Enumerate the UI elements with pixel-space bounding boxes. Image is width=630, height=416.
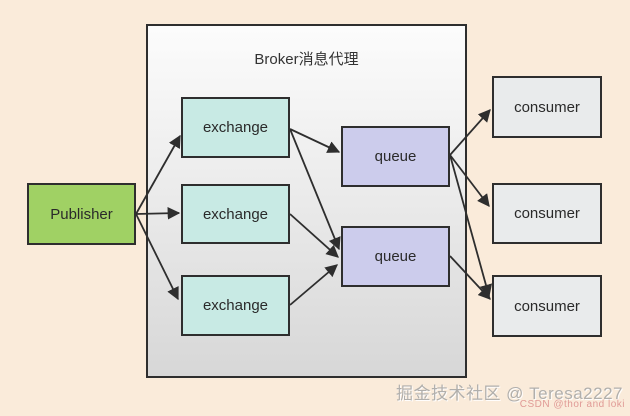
queue-box-2: queue bbox=[341, 226, 450, 287]
consumer-box-2: consumer bbox=[492, 183, 602, 244]
broker-title: Broker消息代理 bbox=[254, 51, 359, 68]
exchange-box-2: exchange bbox=[181, 184, 290, 244]
consumer-box-1: consumer bbox=[492, 76, 602, 138]
queue-box-1: queue bbox=[341, 126, 450, 187]
exchange-box-3: exchange bbox=[181, 275, 290, 336]
exchange-box-1: exchange bbox=[181, 97, 290, 158]
consumer-box-3: consumer bbox=[492, 275, 602, 337]
watermark-csdn: CSDN @thor and loki bbox=[519, 399, 625, 410]
publisher-box: Publisher bbox=[27, 183, 136, 245]
watermark-community: 掘金技术社区 @ Teresa2227 bbox=[395, 384, 623, 403]
